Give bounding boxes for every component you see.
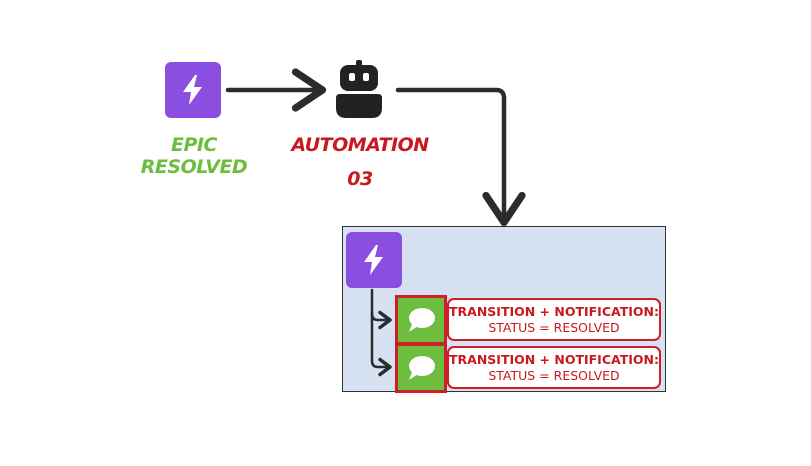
action-1-detail: STATUS = RESOLVED bbox=[488, 319, 620, 335]
action-1-card: TRANSITION + NOTIFICATION: STATUS = RESO… bbox=[447, 298, 661, 341]
branch-arrow-2 bbox=[370, 310, 392, 377]
action-1-tile bbox=[395, 295, 447, 345]
action-2-tile bbox=[395, 343, 447, 393]
automation-label-line2: 03 bbox=[347, 168, 373, 190]
robot-icon bbox=[336, 60, 382, 118]
epic-trigger-tile bbox=[165, 62, 221, 118]
lightning-bolt-icon bbox=[364, 245, 383, 275]
automation-label: Automation 03 bbox=[290, 128, 430, 196]
action-2-title: TRANSITION + NOTIFICATION: bbox=[449, 351, 659, 367]
action-2-card: TRANSITION + NOTIFICATION: STATUS = RESO… bbox=[447, 346, 661, 389]
automation-label-line1: Automation bbox=[291, 134, 429, 156]
trigger-label: Epic resolved bbox=[140, 134, 248, 178]
branch-arrow-1 bbox=[370, 288, 392, 330]
action-2-detail: STATUS = RESOLVED bbox=[488, 367, 620, 383]
panel-epic-tile bbox=[346, 232, 402, 288]
action-1-title: TRANSITION + NOTIFICATION: bbox=[449, 303, 659, 319]
lightning-bolt-icon bbox=[183, 75, 202, 105]
arrow-automation-to-panel bbox=[395, 87, 526, 227]
automation-node bbox=[332, 60, 386, 120]
speech-bubble-icon bbox=[409, 308, 435, 332]
speech-bubble-icon bbox=[409, 356, 435, 380]
